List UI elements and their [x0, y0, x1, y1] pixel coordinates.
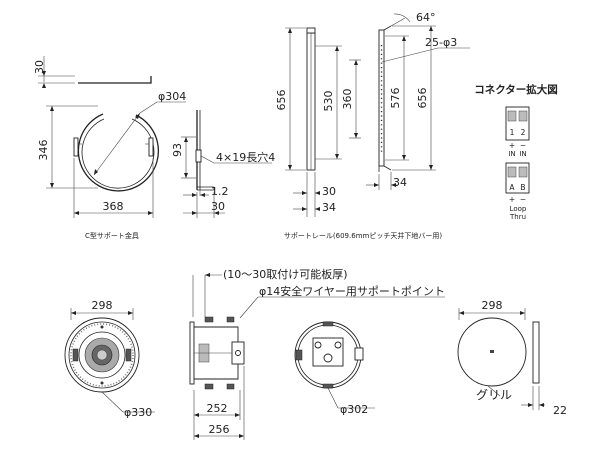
rail-front-dim-30: 30 [322, 185, 336, 198]
rail-side-dim-576: 576 [389, 88, 402, 109]
speaker-back-view: φ302 [294, 321, 375, 416]
rail-front-dim-530: 530 [322, 91, 335, 112]
c-bracket-view: 30 φ304 346 368 C型サポート金具 [33, 56, 186, 240]
rail-front-dim-656: 656 [275, 90, 288, 111]
wire-note: φ14安全ワイヤー用サポートポイント [259, 284, 445, 298]
bracket-dim-368: 368 [103, 200, 124, 213]
bracket-c-ring-inner [81, 118, 155, 189]
rail-front-view: 656 530 360 30 34 [275, 27, 361, 217]
bracket-dim-phi304: φ304 [158, 90, 186, 103]
in-sign-plus: + [509, 141, 515, 150]
grille-dim-22: 22 [553, 404, 567, 417]
in-sign-minus: − [520, 141, 526, 150]
bracket-left-lug [73, 137, 79, 157]
rail-angle-label: 64° [416, 11, 436, 24]
side-flange [189, 321, 195, 385]
bracket-side-view: 93 4×19長穴4 1.2 30 [171, 110, 275, 218]
bracket-side-dim-1-2: 1.2 [211, 185, 229, 198]
rail-front-dim-360: 360 [341, 89, 354, 110]
rail-front-dim-34: 34 [322, 201, 336, 214]
bracket-top-plate [78, 76, 152, 84]
thru-label: Thru [509, 213, 526, 221]
bracket-dim-30: 30 [33, 60, 46, 74]
thickness-note: (10～30取付け可能板厚) [223, 267, 348, 281]
speaker-side-view: (10～30取付け可能板厚) φ14安全ワイヤー用サポートポイント 252 25… [189, 267, 445, 440]
back-dim-phi302: φ302 [340, 403, 368, 416]
bracket-dim-346: 346 [37, 140, 50, 161]
in-label-2: IN [519, 150, 526, 158]
loop-pin-b: B [520, 183, 525, 192]
grille-dim-298: 298 [482, 299, 503, 312]
front-dim-phi330: φ330 [124, 406, 152, 419]
loop-sign-plus: + [509, 195, 515, 204]
bracket-side-dim-93: 93 [171, 143, 184, 157]
rail-side-dim-656: 656 [416, 88, 429, 109]
grille-label: グリル [476, 388, 512, 402]
in-pin-2: 2 [521, 128, 526, 137]
side-dim-256: 256 [209, 423, 230, 436]
loop-label: Loop [510, 205, 527, 213]
side-dim-252: 252 [207, 402, 228, 415]
slot-mark [195, 149, 202, 163]
in-label-1: IN [508, 150, 515, 158]
connector-detail: コネクター拡大図 1 2 + − IN IN A B + − Loop Thru [474, 83, 558, 221]
grille-view: 298 グリル 22 [457, 299, 567, 417]
slot-label: 4×19長穴4 [216, 150, 275, 164]
loop-sign-minus: − [520, 195, 526, 204]
bracket-right-lug [148, 137, 154, 157]
bracket-caption: C型サポート金具 [85, 231, 139, 240]
rail-side-dim-34: 34 [393, 176, 407, 189]
front-dim-298: 298 [92, 299, 113, 312]
grille-profile [532, 321, 540, 384]
rail-caption: サポートレール(609.6mmピッチ天井下地バー用) [284, 231, 442, 240]
bracket-side-dim-30: 30 [211, 200, 225, 213]
connector-title: コネクター拡大図 [474, 83, 558, 96]
speaker-front-view: 298 φ330 [64, 299, 155, 419]
loop-pin-a: A [509, 183, 515, 192]
bracket-c-ring-outer [77, 113, 159, 192]
rail-holes-label: 25-φ3 [425, 36, 457, 49]
rail-side-view: 64° 25-φ3 576 656 34 [366, 11, 470, 190]
in-pin-1: 1 [510, 128, 515, 137]
